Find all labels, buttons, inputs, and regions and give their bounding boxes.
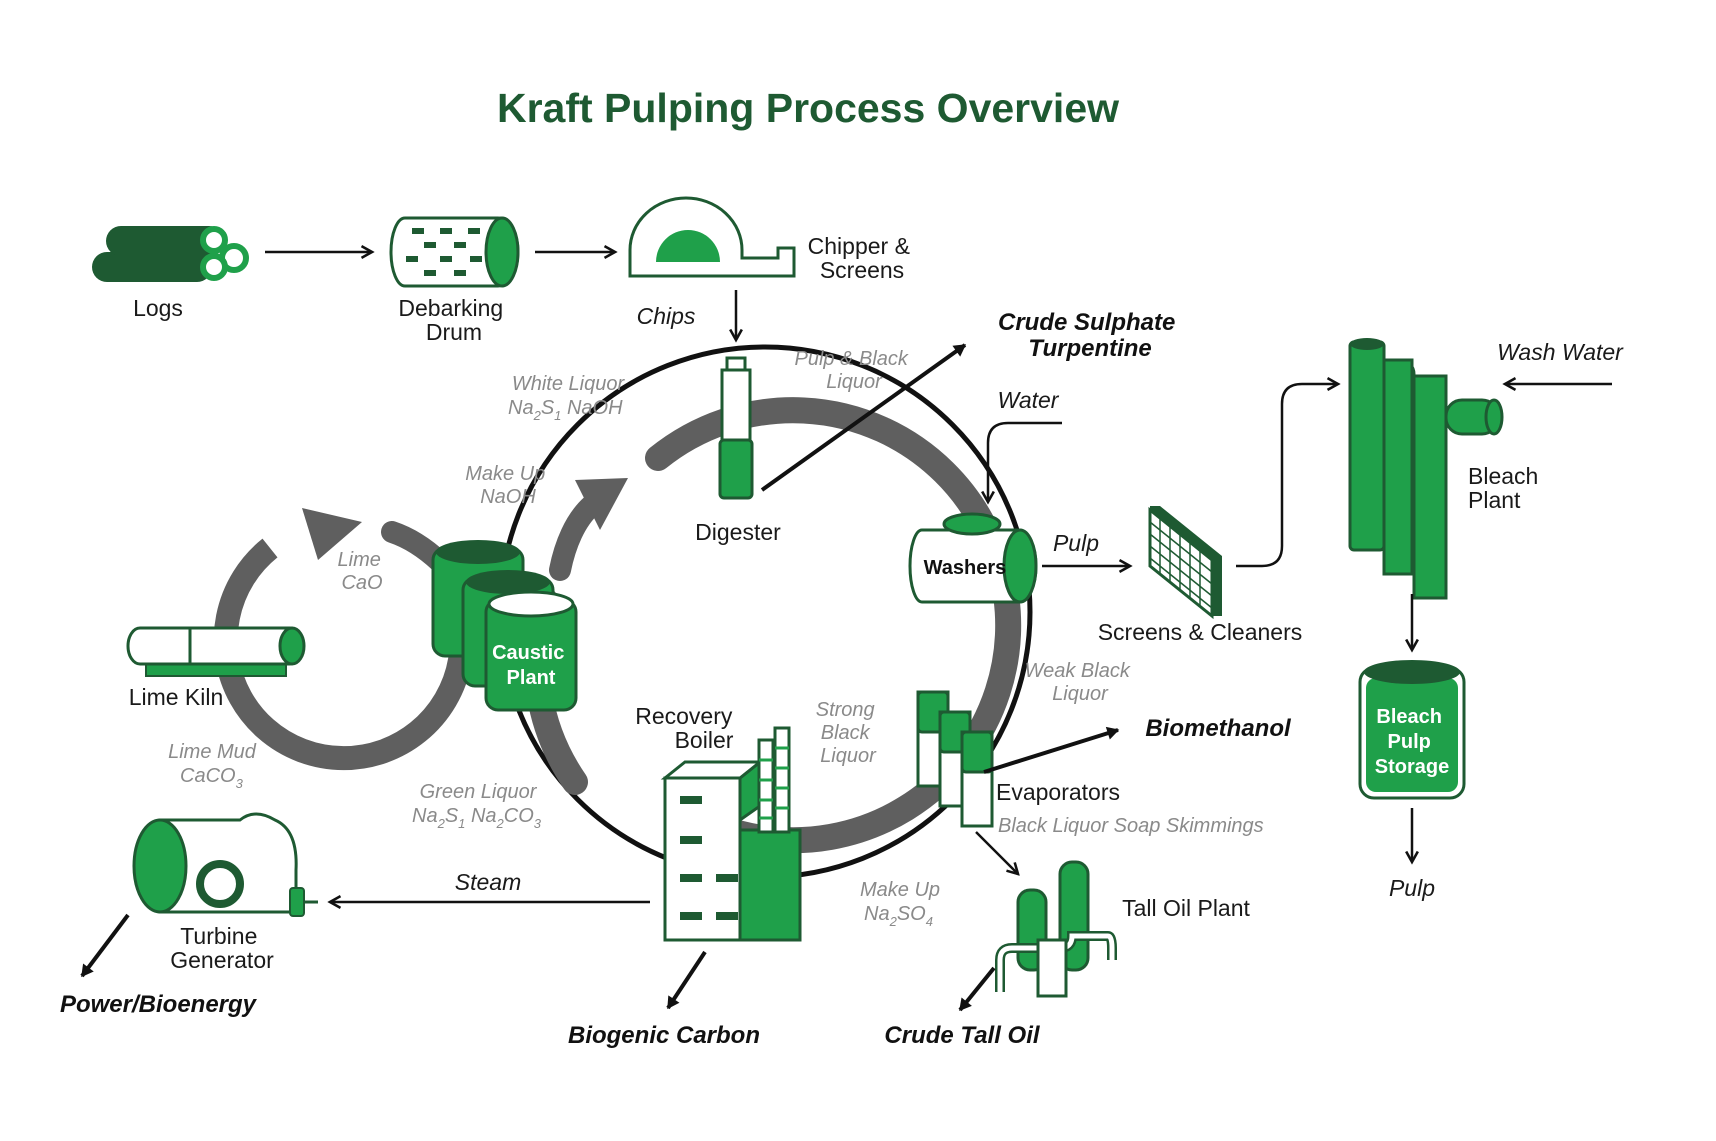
white-liquor-gray-arrow — [549, 494, 603, 581]
bleach-pulp-storage-icon — [1358, 660, 1466, 800]
turbine-generator-icon — [132, 812, 318, 917]
logs-label: Logs — [133, 295, 183, 321]
liquor-loop-gray — [645, 397, 1022, 854]
digester-icon — [718, 356, 754, 500]
recovery-boiler-icon — [660, 726, 802, 942]
white-liquor-formula: Na2S1 NaOH — [508, 397, 623, 423]
water-label: Water — [998, 387, 1060, 413]
biogenic-carbon-arrow — [666, 950, 707, 1010]
tall-oil-plant-icon — [995, 860, 1117, 998]
biomethanol-arrow — [983, 726, 1120, 774]
green-liquor-formula: Na2S1 Na2CO3 — [412, 805, 542, 831]
black-liquor-soap-label: Black Liquor Soap Skimmings — [998, 815, 1264, 837]
wash-water-label: Wash Water — [1497, 339, 1624, 365]
evaporators-icon — [916, 690, 994, 828]
bleach-pulp-storage-label: Bleach Pulp Storage — [1375, 706, 1449, 778]
weak-black-liquor-label: Weak Black Liquor — [1025, 660, 1136, 705]
green-liquor-label: Green Liquor — [420, 781, 538, 803]
lime-kiln-label: Lime Kiln — [129, 684, 224, 710]
soap-to-tall-oil-arrow — [975, 831, 1018, 874]
lime-kiln-icon — [126, 626, 306, 677]
page-title: Kraft Pulping Process Overview — [497, 85, 1119, 131]
power-bioenergy-label: Power/Bioenergy — [60, 991, 258, 1018]
caustic-plant-icon — [431, 540, 578, 712]
pulp-black-liquor-label: Pulp & Black Liquor — [795, 348, 914, 393]
screens-cleaners-label: Screens & Cleaners — [1098, 619, 1303, 645]
strong-black-liquor-label: Strong Black Liquor — [816, 699, 881, 767]
evaporators-label: Evaporators — [996, 779, 1120, 805]
lime-mud-formula: CaCO3 — [180, 765, 244, 791]
debarking-drum-label: Debarking Drum — [398, 295, 509, 345]
power-arrow — [80, 913, 130, 978]
crude-sulphate-turpentine-label: Crude Sulphate Turpentine — [998, 309, 1182, 362]
digester-label: Digester — [695, 519, 781, 545]
white-liquor-label: White Liquor — [512, 373, 626, 395]
chipper-icon — [628, 196, 796, 278]
pulp-bottom-label: Pulp — [1389, 875, 1435, 901]
washers-icon — [908, 512, 1038, 604]
turbine-generator-label: Turbine Generator — [170, 923, 274, 973]
lime-mud-label: Lime Mud — [168, 741, 257, 763]
make-up-na2so4-label: Make Up — [860, 879, 940, 901]
steam-label: Steam — [455, 869, 521, 895]
logs-icon — [92, 226, 249, 282]
debarking-drum-icon — [389, 216, 520, 288]
turpentine-arrow — [760, 343, 967, 492]
make-up-na2so4-formula: Na2SO4 — [864, 903, 933, 929]
washers-label: Washers — [924, 557, 1007, 579]
screens-cleaners-icon — [1148, 506, 1222, 620]
chips-label: Chips — [637, 303, 696, 329]
biogenic-carbon-label: Biogenic Carbon — [568, 1022, 760, 1049]
bleach-plant-label: Bleach Plant — [1468, 463, 1545, 513]
water-arrow — [988, 421, 1062, 502]
biomethanol-label: Biomethanol — [1145, 715, 1292, 742]
tall-oil-plant-label: Tall Oil Plant — [1122, 895, 1250, 921]
crude-tall-oil-label: Crude Tall Oil — [884, 1022, 1040, 1049]
crude-tall-oil-arrow — [958, 966, 996, 1012]
lime-loop-arrowhead — [302, 508, 362, 560]
caustic-plant-label: Caustic Plant — [492, 642, 570, 689]
bleach-plant-icon — [1348, 338, 1504, 600]
lime-loop-gray — [213, 538, 474, 771]
recovery-boiler-label: Recovery Boiler — [635, 703, 739, 753]
screens-to-bleach-arrow — [1236, 384, 1338, 568]
lime-cao-label: Lime CaO — [338, 549, 387, 594]
white-liquor-gray-arrowhead — [575, 478, 628, 530]
make-up-naoh-label: Make Up NaOH — [465, 463, 551, 508]
chipper-label: Chipper & Screens — [808, 233, 917, 283]
pulp-right-label: Pulp — [1053, 530, 1099, 556]
